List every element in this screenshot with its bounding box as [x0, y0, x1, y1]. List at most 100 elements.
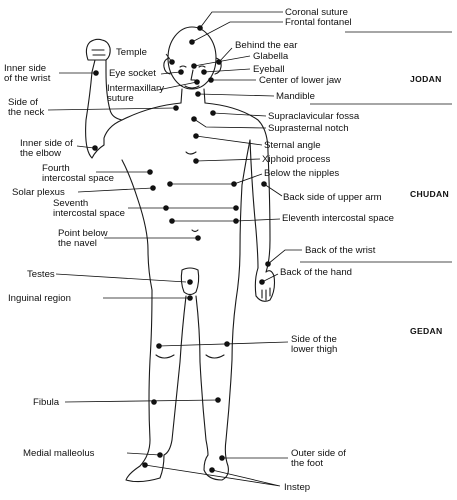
label-below-the-nipples: Below the nipples — [264, 168, 339, 179]
label-outer-side-of-the-foot: Outer side of the foot — [291, 448, 349, 469]
point-supraclavicular-fossa — [210, 110, 216, 116]
knees — [155, 354, 225, 359]
eyes — [179, 65, 206, 68]
point-side-of-the-lower-thigh-right — [156, 343, 162, 349]
vital-point-dots — [92, 25, 271, 473]
point-seventh-intercostal-space-right — [163, 205, 169, 211]
zone-label-gedan: GEDAN — [410, 326, 443, 336]
point-eyeball — [201, 69, 207, 75]
leader-coronal-suture — [199, 11, 283, 29]
point-point-below-the-navel — [195, 235, 201, 241]
left-shoulder — [204, 102, 269, 153]
raised-fist — [85, 38, 111, 61]
label-seventh-intercostal-space: Seventh intercostal space — [53, 198, 125, 219]
point-inner-side-of-the-elbow — [92, 145, 98, 151]
point-eleventh-intercostal-space-left — [233, 218, 239, 224]
label-behind-the-ear: Behind the ear — [235, 40, 298, 51]
label-xiphoid-process: Xiphoid process — [262, 154, 330, 165]
left-hand — [254, 267, 276, 302]
leader-below-the-nipples — [233, 173, 263, 185]
label-back-of-the-hand: Back of the hand — [280, 267, 352, 278]
label-intermaxillary-suture: Intermaxillary suture — [107, 83, 167, 104]
label-instep: Instep — [284, 482, 310, 493]
leader-sternal-angle — [195, 135, 263, 146]
label-inner-side-of-the-elbow: Inner side of the elbow — [20, 138, 75, 159]
point-back-of-the-wrist — [265, 261, 271, 267]
label-side-of-the-neck: Side of the neck — [8, 97, 44, 118]
label-eyeball: Eyeball — [253, 64, 284, 75]
genitals — [180, 267, 200, 296]
label-fourth-intercostal-space: Fourth intercostal space — [42, 163, 114, 184]
point-labels: Coronal suture Frontal fontanel Behind t… — [4, 7, 394, 493]
raised-arm-outer — [85, 59, 105, 159]
label-side-of-the-lower-thigh: Side of the lower thigh — [291, 334, 340, 355]
point-suprasternal-notch — [191, 116, 197, 122]
left-leg-outer — [203, 299, 237, 481]
leader-testes — [55, 273, 187, 283]
label-inner-side-of-the-wrist: Inner side of the wrist — [4, 63, 51, 84]
label-point-below-the-navel: Point below the navel — [58, 228, 110, 249]
point-inner-side-of-the-wrist — [93, 70, 99, 76]
point-instep-left — [209, 467, 215, 473]
leader-inner-side-of-the-elbow — [76, 145, 95, 149]
zone-label-chudan: CHUDAN — [410, 189, 449, 199]
point-coronal-suture — [197, 25, 203, 31]
nose — [190, 69, 196, 81]
leader-eye-socket — [160, 71, 181, 75]
point-intermaxillary-suture — [194, 79, 200, 85]
point-eleventh-intercostal-space-right — [169, 218, 175, 224]
leader-side-of-the-lower-thigh — [158, 341, 289, 347]
leader-back-of-the-wrist — [267, 249, 302, 265]
point-back-side-of-upper-arm — [261, 181, 267, 187]
point-center-of-lower-jaw — [208, 77, 214, 83]
leader-mandible — [197, 93, 275, 97]
point-solar-plexus — [150, 185, 156, 191]
label-eye-socket: Eye socket — [109, 68, 156, 79]
fist-fingers — [91, 49, 106, 56]
right-leg-outer — [125, 289, 165, 483]
leader-eleventh-intercostal-space — [172, 218, 281, 222]
label-mandible: Mandible — [276, 91, 315, 102]
leader-back-of-the-hand — [261, 273, 279, 283]
leader-fibula — [64, 399, 219, 403]
zone-label-jodan: JODAN — [410, 74, 442, 84]
point-fibula-right — [151, 399, 157, 405]
point-back-of-the-hand — [259, 279, 265, 285]
point-mandible — [195, 91, 201, 97]
point-fourth-intercostal-space — [147, 169, 153, 175]
leader-glabella — [193, 55, 251, 67]
left-torso-side — [235, 139, 251, 301]
mouth — [184, 85, 200, 89]
right-leg-inner — [163, 295, 187, 456]
leader-frontal-fontanel — [191, 21, 283, 43]
label-coronal-suture: Coronal suture — [285, 7, 348, 18]
leader-intermaxillary-suture — [157, 81, 198, 91]
point-side-of-the-neck — [173, 105, 179, 111]
left-leg-inner — [195, 295, 209, 456]
point-behind-the-ear — [216, 59, 222, 65]
label-glabella: Glabella — [253, 51, 289, 62]
leader-instep — [144, 464, 281, 487]
point-seventh-intercostal-space-left — [233, 205, 239, 211]
point-testes — [187, 279, 193, 285]
point-eye-socket — [178, 69, 184, 75]
raised-arm-inner — [105, 59, 123, 121]
point-glabella — [191, 63, 197, 69]
point-below-the-nipples-left — [231, 181, 237, 187]
leader-behind-the-ear — [218, 47, 233, 63]
label-supraclavicular-fossa: Supraclavicular fossa — [268, 111, 360, 122]
label-testes: Testes — [27, 269, 55, 280]
point-instep-right — [142, 462, 148, 468]
point-outer-side-of-the-foot — [219, 455, 225, 461]
leader-solar-plexus — [77, 187, 154, 193]
point-below-the-nipples-right — [167, 181, 173, 187]
label-suprasternal-notch: Suprasternal notch — [268, 123, 349, 134]
point-sternal-angle — [193, 133, 199, 139]
leader-side-of-the-neck — [47, 107, 176, 111]
neck — [180, 88, 206, 104]
leader-back-side-of-upper-arm — [263, 183, 283, 197]
point-temple — [169, 59, 175, 65]
label-temple: Temple — [116, 47, 147, 58]
label-fibula: Fibula — [33, 397, 60, 408]
